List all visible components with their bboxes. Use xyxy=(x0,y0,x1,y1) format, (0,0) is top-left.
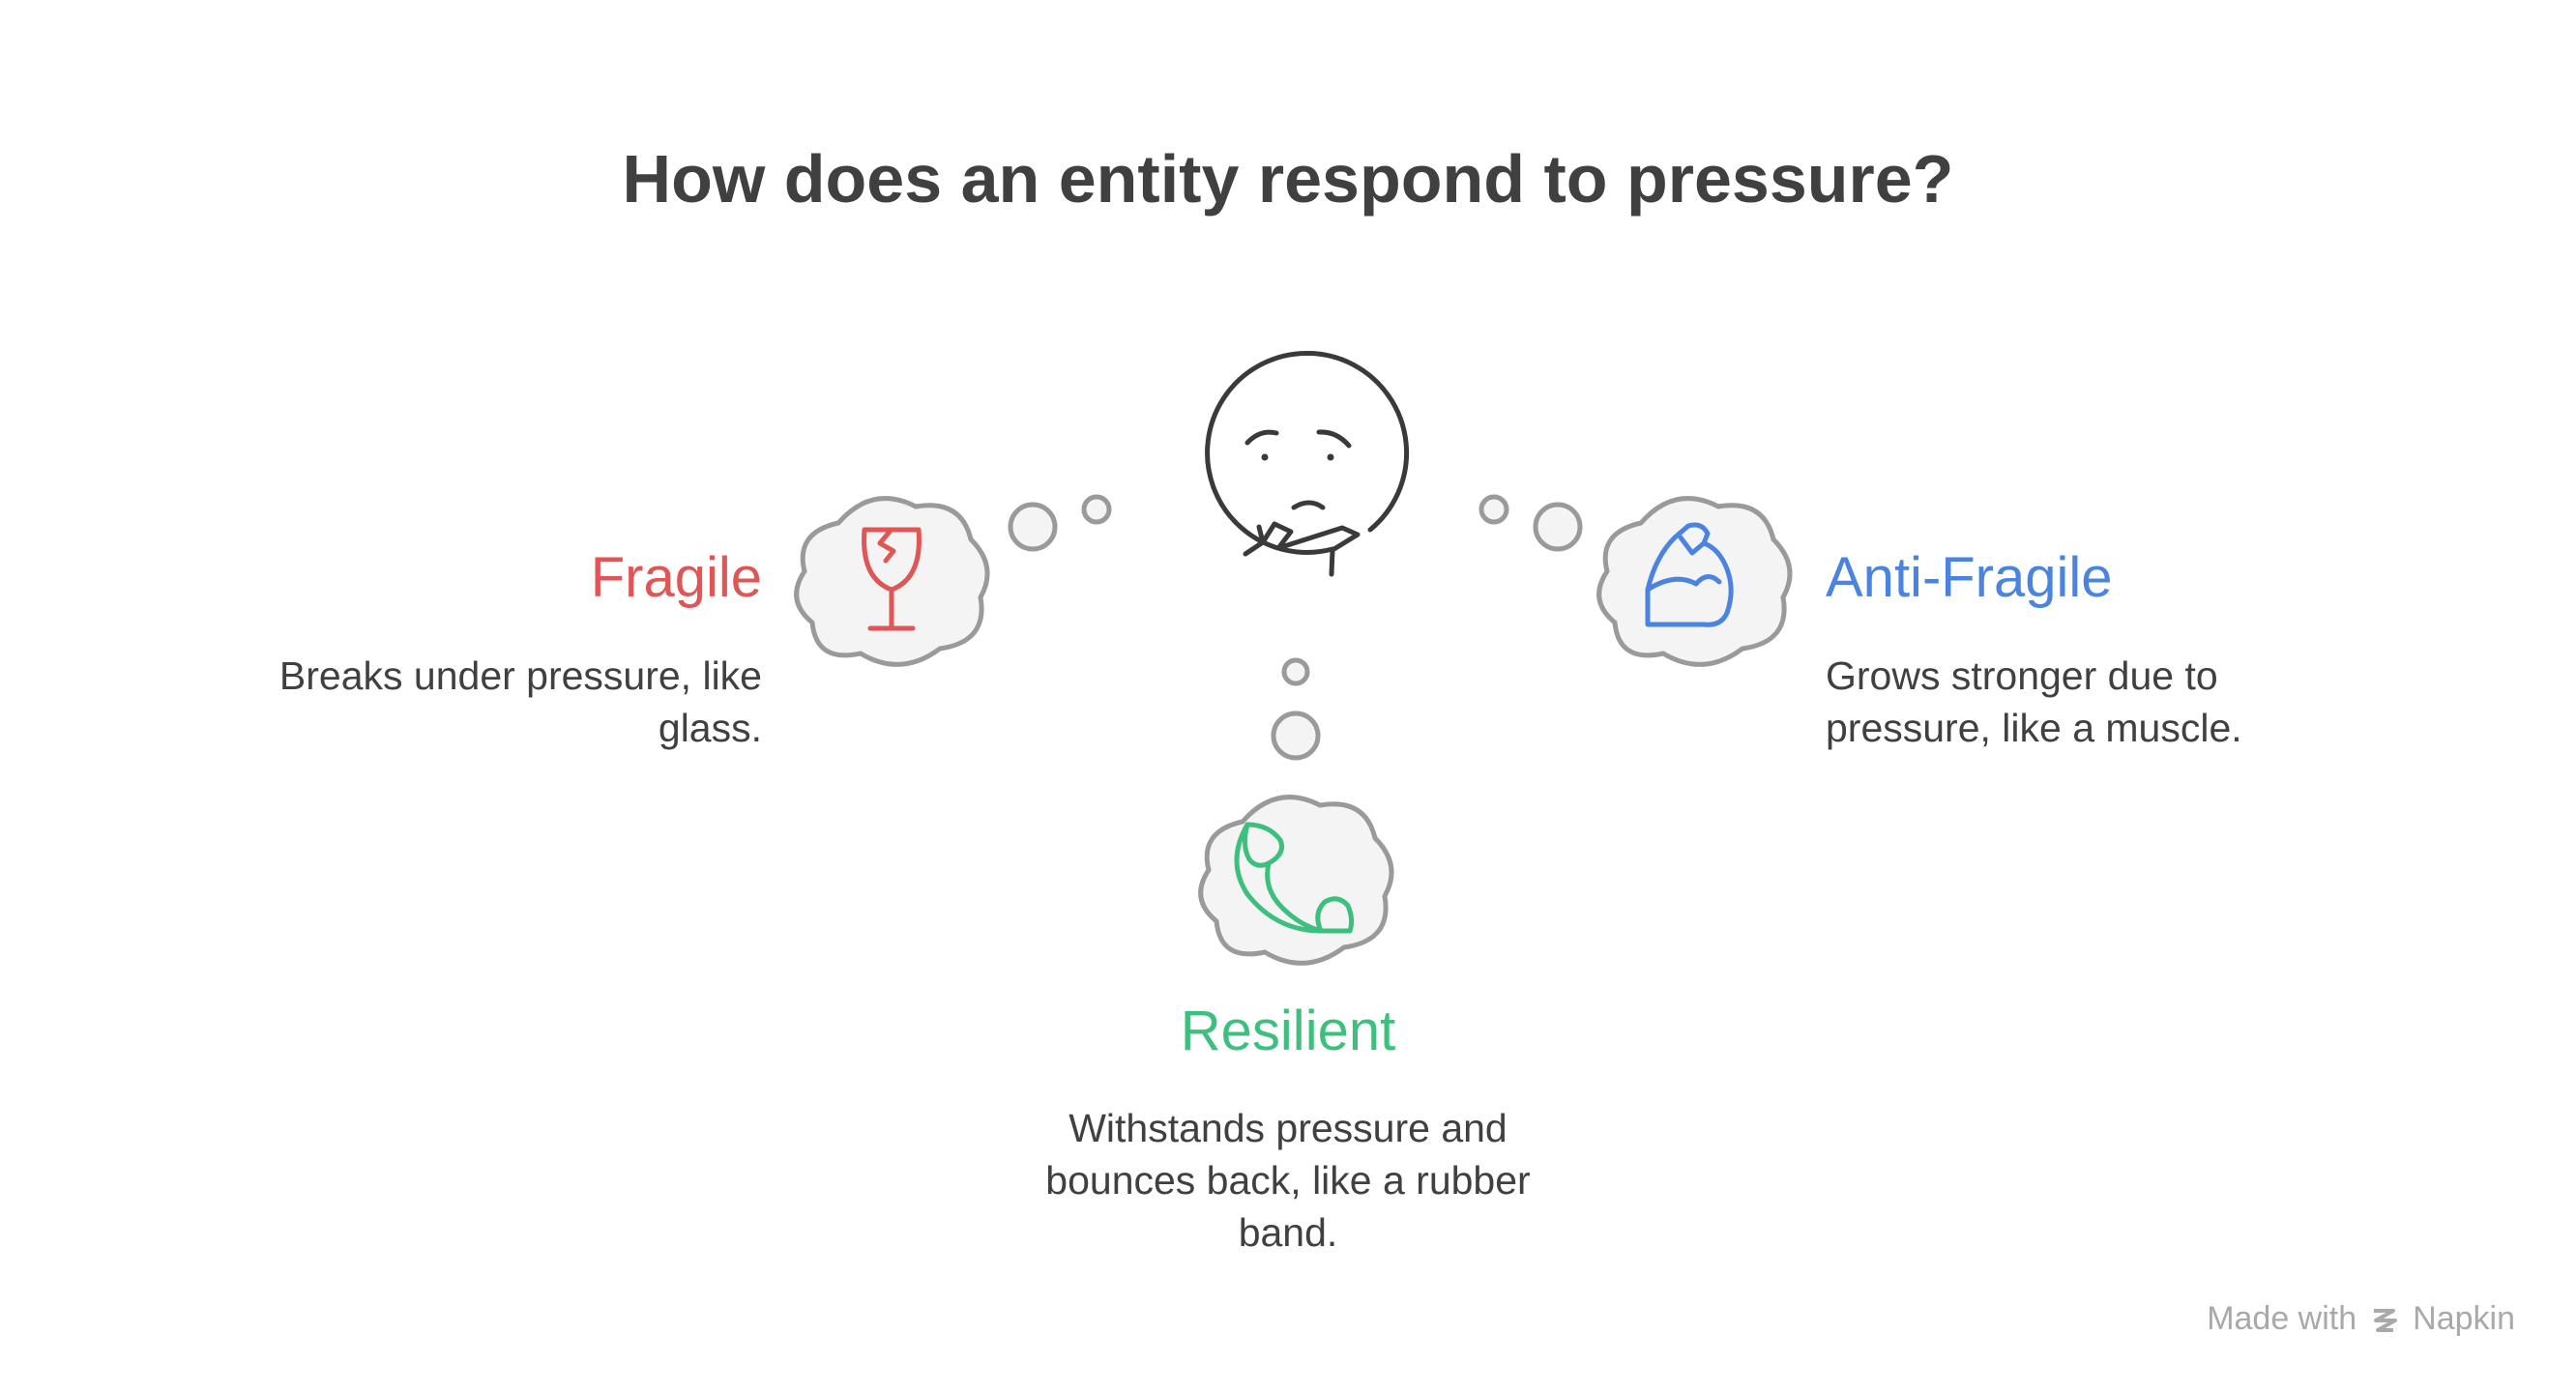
flexed-bicep-icon xyxy=(1645,522,1734,627)
diagram-title: How does an entity respond to pressure? xyxy=(622,141,1954,217)
resilient-heading: Resilient xyxy=(1180,1000,1396,1062)
broken-glass-icon xyxy=(862,527,922,631)
fragile-description: Breaks under pressure, like glass. xyxy=(278,653,762,750)
rubber-band-icon xyxy=(1234,822,1355,934)
fragile-heading: Fragile xyxy=(590,546,762,609)
fragile-cloud xyxy=(794,496,990,667)
thought-dots-bottom xyxy=(1271,657,1321,761)
thinking-face-icon xyxy=(1205,350,1410,577)
anti-fragile-heading: Anti-Fragile xyxy=(1826,546,2113,609)
made-with-napkin-footer[interactable]: Made with Napkin xyxy=(2207,1300,2515,1338)
thought-dots-right xyxy=(1478,494,1583,552)
napkin-brand-label: Napkin xyxy=(2413,1300,2515,1337)
resilient-description: Withstands pressure and bounces back, li… xyxy=(1045,1106,1531,1255)
resilient-cloud xyxy=(1198,795,1394,966)
anti-fragile-description: Grows stronger due to pressure, like a m… xyxy=(1826,653,2242,750)
napkin-logo-icon xyxy=(2374,1308,2398,1332)
made-with-label: Made with xyxy=(2207,1300,2357,1337)
thought-dots-left xyxy=(1008,494,1112,552)
